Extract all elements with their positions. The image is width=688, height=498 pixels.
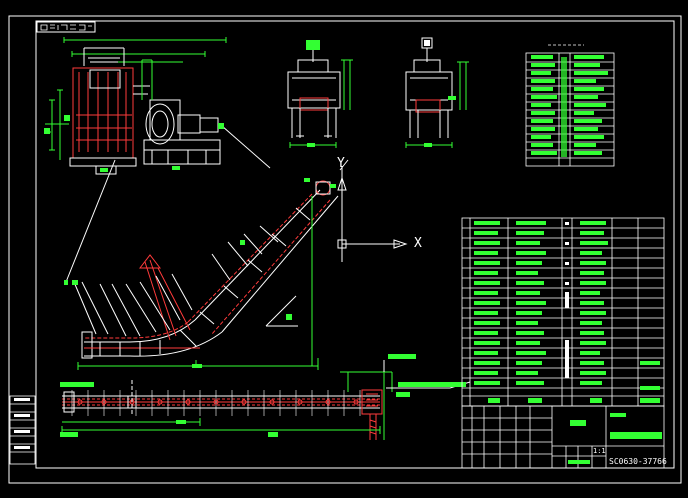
drawing-tag-glyphs — [40, 24, 92, 31]
drive-unit-view — [44, 37, 271, 175]
drawing-number: SC0630-37766 — [609, 457, 667, 466]
section-view-b — [405, 37, 469, 148]
y-axis-label: Y — [337, 156, 345, 171]
x-axis-arrow — [393, 239, 408, 249]
inner-frame — [35, 20, 675, 469]
drawing-tag-box — [36, 21, 96, 33]
revision-block-text — [14, 398, 30, 449]
parts-list-qty-column — [565, 222, 569, 378]
scale-label: 1:1 — [593, 447, 606, 455]
x-axis-label: X — [414, 236, 422, 251]
section-view-a — [287, 40, 353, 148]
parameter-table-text — [531, 55, 608, 157]
revision-block — [9, 395, 36, 465]
conveyor-elevation — [64, 159, 408, 370]
y-axis-arrow — [337, 176, 347, 191]
title-block — [461, 405, 665, 469]
parts-list-text — [474, 221, 660, 403]
title-block-text — [568, 413, 662, 464]
plan-view — [60, 354, 471, 440]
outer-frame — [8, 15, 682, 484]
parameter-table — [525, 44, 615, 167]
